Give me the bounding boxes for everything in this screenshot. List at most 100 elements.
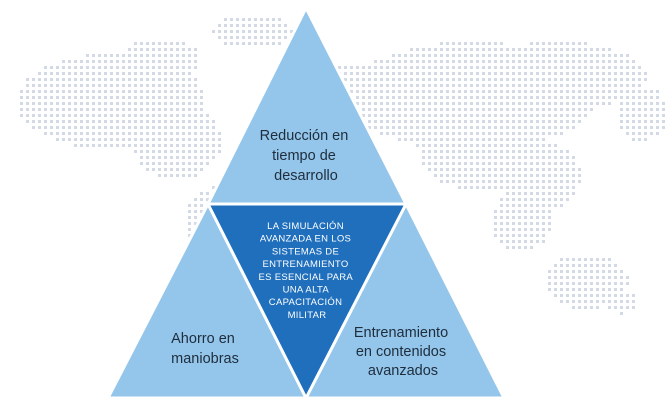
map-dot (506, 246, 509, 249)
map-dot (422, 102, 425, 105)
map-dot (476, 174, 479, 177)
map-dot (380, 114, 383, 117)
map-dot (62, 108, 65, 111)
map-dot (512, 138, 515, 141)
map-dot (536, 96, 539, 99)
map-dot (422, 78, 425, 81)
map-dot (38, 102, 41, 105)
map-dot (176, 162, 179, 165)
map-dot (32, 96, 35, 99)
map-dot (644, 72, 647, 75)
map-dot (554, 264, 557, 267)
map-dot (458, 126, 461, 129)
map-dot (656, 96, 659, 99)
map-dot (386, 132, 389, 135)
map-dot (188, 150, 191, 153)
map-dot (146, 54, 149, 57)
map-dot (206, 198, 209, 201)
map-dot (92, 132, 95, 135)
map-dot (290, 30, 293, 33)
map-dot (416, 60, 419, 63)
map-dot (518, 198, 521, 201)
map-dot (212, 144, 215, 147)
map-dot (536, 222, 539, 225)
map-dot (152, 66, 155, 69)
map-dot (572, 66, 575, 69)
map-dot (506, 120, 509, 123)
map-dot (26, 114, 29, 117)
map-dot (38, 90, 41, 93)
map-dot (602, 54, 605, 57)
map-dot (134, 54, 137, 57)
map-dot (122, 66, 125, 69)
map-dot (20, 96, 23, 99)
map-dot (110, 138, 113, 141)
map-dot (74, 72, 77, 75)
map-dot (446, 144, 449, 147)
map-dot (506, 150, 509, 153)
map-dot (470, 144, 473, 147)
map-dot (518, 48, 521, 51)
map-dot (446, 138, 449, 141)
map-dot (380, 96, 383, 99)
map-dot (644, 96, 647, 99)
map-dot (542, 192, 545, 195)
map-dot (434, 156, 437, 159)
map-dot (584, 84, 587, 87)
map-dot (572, 60, 575, 63)
map-dot (452, 168, 455, 171)
map-dot (458, 66, 461, 69)
map-dot (488, 42, 491, 45)
map-dot (260, 24, 263, 27)
map-dot (170, 54, 173, 57)
map-dot (548, 204, 551, 207)
map-dot (98, 84, 101, 87)
map-dot (62, 102, 65, 105)
map-dot (512, 222, 515, 225)
map-dot (422, 60, 425, 63)
map-dot (614, 282, 617, 285)
map-dot (74, 132, 77, 135)
map-dot (542, 198, 545, 201)
map-dot (572, 294, 575, 297)
map-dot (434, 138, 437, 141)
map-dot (80, 120, 83, 123)
map-dot (578, 300, 581, 303)
map-dot (494, 90, 497, 93)
map-dot (434, 102, 437, 105)
map-dot (452, 126, 455, 129)
map-dot (458, 48, 461, 51)
map-dot (614, 66, 617, 69)
map-dot (542, 48, 545, 51)
map-dot (182, 150, 185, 153)
map-dot (464, 180, 467, 183)
map-dot (68, 102, 71, 105)
map-dot (650, 96, 653, 99)
map-dot (494, 132, 497, 135)
map-dot (50, 120, 53, 123)
map-dot (104, 78, 107, 81)
map-dot (404, 138, 407, 141)
map-dot (200, 90, 203, 93)
map-dot (512, 150, 515, 153)
map-dot (392, 78, 395, 81)
map-dot (512, 66, 515, 69)
map-dot (512, 114, 515, 117)
map-dot (152, 54, 155, 57)
map-dot (488, 186, 491, 189)
map-dot (476, 162, 479, 165)
map-dot (536, 174, 539, 177)
map-dot (500, 138, 503, 141)
map-dot (152, 144, 155, 147)
map-dot (542, 138, 545, 141)
map-dot (632, 120, 635, 123)
map-dot (158, 102, 161, 105)
map-dot (554, 108, 557, 111)
map-dot (458, 102, 461, 105)
map-dot (44, 66, 47, 69)
map-dot (206, 132, 209, 135)
map-dot (536, 78, 539, 81)
map-dot (512, 84, 515, 87)
map-dot (458, 120, 461, 123)
